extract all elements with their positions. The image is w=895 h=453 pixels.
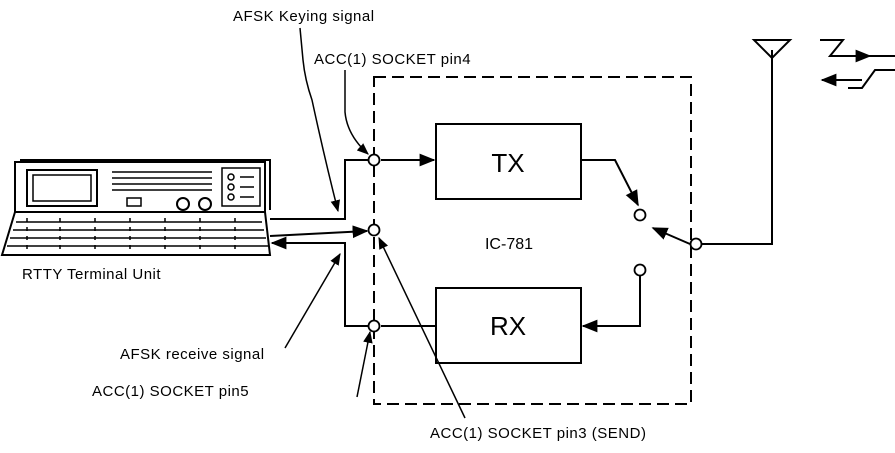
acc-pin4-label: ACC(1) SOCKET pin4 (314, 51, 471, 68)
switch-tx-contact (633, 208, 647, 222)
radio-waves-icon (820, 39, 895, 89)
switch-common-contact (689, 237, 703, 251)
transceiver-boundary (373, 76, 692, 405)
acc-pin5-node (367, 319, 381, 333)
acc-pin5-label: ACC(1) SOCKET pin5 (92, 383, 249, 400)
model-label: IC-781 (485, 236, 533, 253)
afsk-receive-line (270, 236, 436, 327)
acc-pin3-leader (378, 236, 466, 419)
antenna-icon (751, 39, 793, 60)
switch-rx-contact (633, 263, 647, 277)
tx-label: TX (491, 148, 524, 178)
afsk-receive-leader (284, 252, 341, 349)
antenna-feed-line (701, 50, 773, 245)
terminal-unit-label: RTTY Terminal Unit (22, 266, 161, 283)
afsk-receive-label: AFSK receive signal (120, 346, 265, 363)
acc-pin5-leader (356, 330, 373, 398)
afsk-keying-line (270, 153, 436, 220)
switch-to-rx-line (581, 276, 641, 333)
acc-pin4-leader (344, 70, 369, 155)
acc-pin4-node (367, 153, 381, 167)
acc-pin3-node (367, 223, 381, 237)
afsk-keying-leader (299, 27, 340, 213)
switch-arm (651, 227, 691, 245)
tx-box (435, 123, 582, 200)
tx-to-switch-line (581, 159, 639, 207)
rtty-terminal-unit-icon (0, 159, 272, 256)
send-line (269, 225, 369, 239)
rx-label: RX (490, 311, 526, 341)
acc-pin3-label: ACC(1) SOCKET pin3 (SEND) (430, 425, 646, 442)
afsk-keying-label: AFSK Keying signal (233, 8, 375, 25)
